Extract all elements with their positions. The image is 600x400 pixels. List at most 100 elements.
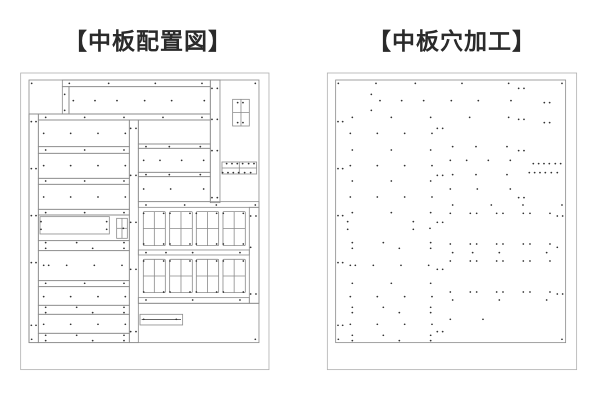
- hole: [379, 99, 381, 102]
- hole: [449, 243, 452, 245]
- hole: [370, 93, 373, 96]
- breaker-window: [142, 258, 166, 294]
- outer-frame: [20, 72, 270, 371]
- hole: [72, 99, 75, 102]
- hole: [495, 243, 498, 245]
- hole: [145, 299, 147, 301]
- hole: [30, 214, 33, 217]
- hole: [169, 243, 171, 245]
- hole: [522, 260, 525, 262]
- hole: [255, 215, 257, 217]
- hole: [349, 264, 352, 267]
- hole: [162, 212, 165, 215]
- hole: [349, 164, 352, 167]
- hole: [351, 282, 354, 285]
- hole: [83, 211, 86, 214]
- hole: [242, 101, 244, 104]
- breaker-window: [222, 211, 246, 247]
- hole: [382, 241, 385, 244]
- hole: [543, 121, 546, 124]
- breaker-window: [195, 258, 220, 294]
- hole: [549, 243, 551, 245]
- hole: [400, 264, 402, 267]
- hole: [242, 243, 245, 245]
- hole: [35, 120, 37, 123]
- hole: [475, 212, 478, 215]
- hole: [215, 204, 218, 206]
- hole: [349, 132, 352, 135]
- hole: [40, 220, 42, 223]
- hole: [123, 334, 125, 337]
- hole: [476, 188, 479, 190]
- hole: [168, 145, 171, 148]
- hole: [123, 247, 125, 250]
- hole: [346, 220, 349, 223]
- hole: [168, 173, 171, 176]
- hole: [129, 221, 132, 224]
- hole: [517, 87, 520, 90]
- hole: [561, 204, 563, 206]
- hole: [529, 243, 531, 245]
- hole: [123, 241, 125, 244]
- hole: [69, 323, 72, 326]
- hole: [429, 149, 432, 151]
- hole: [142, 291, 145, 293]
- hole: [195, 291, 198, 293]
- hole: [165, 251, 167, 254]
- hole: [495, 260, 498, 262]
- hole: [44, 311, 47, 314]
- hole: [162, 116, 164, 119]
- hole: [403, 295, 406, 298]
- hole: [195, 243, 198, 245]
- hole: [211, 149, 213, 152]
- hole: [475, 173, 477, 176]
- hole: [341, 214, 344, 217]
- hole: [135, 268, 137, 271]
- hole: [469, 260, 472, 262]
- layout-diagram: [20, 72, 270, 371]
- hole: [30, 167, 33, 170]
- hole: [97, 164, 99, 167]
- hole: [145, 204, 147, 206]
- hole: [35, 167, 37, 170]
- hole: [351, 180, 354, 182]
- breaker-window: [222, 258, 246, 294]
- hole: [255, 293, 257, 295]
- hole: [429, 334, 432, 337]
- hole: [44, 241, 47, 244]
- parts: [28, 79, 260, 344]
- hole: [349, 295, 352, 298]
- hole: [123, 149, 125, 151]
- hole: [142, 159, 145, 162]
- hole: [42, 264, 45, 267]
- hole: [529, 260, 531, 262]
- hole: [523, 87, 525, 90]
- hole: [201, 82, 203, 85]
- hole: [351, 306, 354, 309]
- hole: [548, 101, 551, 104]
- hole: [247, 162, 250, 165]
- hole: [124, 164, 127, 167]
- hole: [135, 330, 137, 333]
- hole: [561, 338, 563, 341]
- hole: [523, 118, 525, 121]
- hole: [412, 228, 415, 231]
- hole: [509, 159, 512, 162]
- hole: [461, 82, 463, 85]
- hole: [449, 318, 452, 321]
- hole: [449, 212, 452, 215]
- hole: [122, 227, 125, 230]
- hole: [398, 311, 401, 314]
- hole: [135, 174, 137, 177]
- bar-component: [139, 313, 184, 326]
- hole: [337, 214, 339, 217]
- long-component: [39, 216, 110, 235]
- hole: [475, 243, 478, 245]
- hole: [105, 220, 108, 223]
- hole: [97, 132, 99, 135]
- hole: [35, 324, 37, 327]
- hole: [533, 171, 536, 174]
- hole: [44, 247, 47, 250]
- hole: [211, 87, 213, 90]
- hole: [556, 215, 559, 217]
